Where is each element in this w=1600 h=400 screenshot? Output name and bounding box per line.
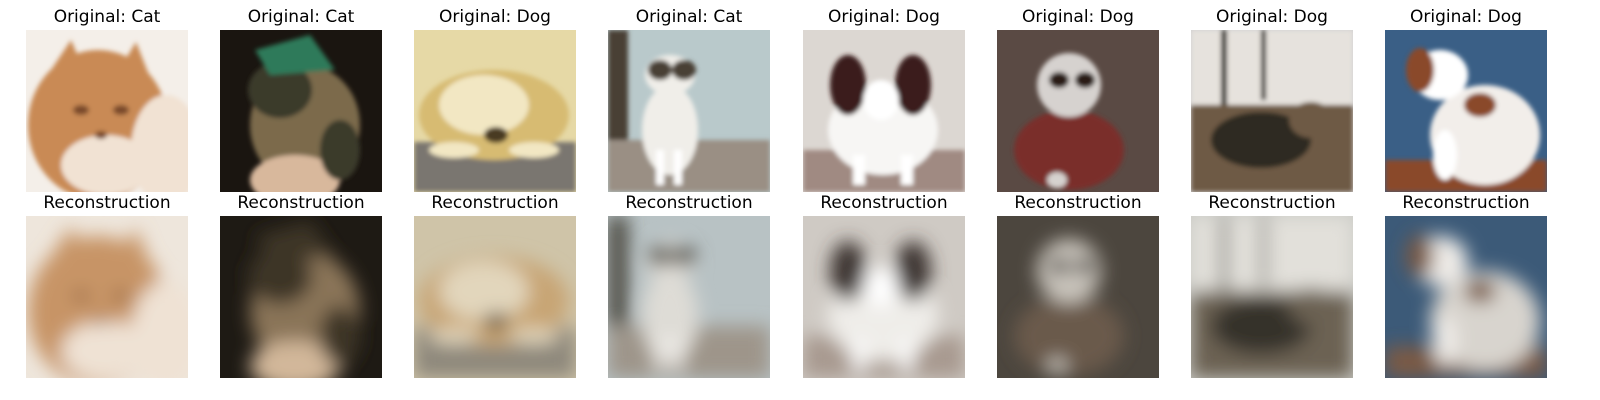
- original-image: [997, 30, 1159, 192]
- reconstruction-title: Reconstruction: [431, 193, 559, 213]
- reconstruction-image: [220, 216, 382, 378]
- reconstruction-title: Reconstruction: [820, 193, 948, 213]
- original-image-4: [608, 30, 770, 192]
- reconstruction-image-6: [997, 216, 1159, 378]
- original-title: Original: Cat: [635, 7, 743, 27]
- reconstruction-image-2: [220, 216, 382, 378]
- original-title: Original: Cat: [53, 7, 161, 27]
- original-title: Original: Dog: [1216, 7, 1328, 27]
- original-image-8: [1385, 30, 1547, 192]
- reconstruction-image-1: [26, 216, 188, 378]
- reconstruction-image: [1385, 216, 1547, 378]
- reconstruction-image-3: [414, 216, 576, 378]
- original-image-3: [414, 30, 576, 192]
- original-image-2: [220, 30, 382, 192]
- reconstruction-title: Reconstruction: [43, 193, 171, 213]
- reconstruction-image: [26, 216, 188, 378]
- reconstruction-image-5: [803, 216, 965, 378]
- original-image-1: [26, 30, 188, 192]
- reconstruction-title: Reconstruction: [237, 193, 365, 213]
- reconstruction-image: [803, 216, 965, 378]
- original-image: [220, 30, 382, 192]
- reconstruction-title: Reconstruction: [625, 193, 753, 213]
- reconstruction-title: Reconstruction: [1402, 193, 1530, 213]
- reconstruction-image-7: [1191, 216, 1353, 378]
- original-image: [26, 30, 188, 192]
- original-title: Original: Dog: [439, 7, 551, 27]
- original-image-5: [803, 30, 965, 192]
- original-title: Original: Cat: [247, 7, 355, 27]
- reconstruction-title: Reconstruction: [1208, 193, 1336, 213]
- reconstruction-image: [997, 216, 1159, 378]
- reconstruction-title: Reconstruction: [1014, 193, 1142, 213]
- original-image-6: [997, 30, 1159, 192]
- reconstruction-image: [608, 216, 770, 378]
- original-title: Original: Dog: [828, 7, 940, 27]
- original-image: [1191, 30, 1353, 192]
- original-image: [1385, 30, 1547, 192]
- original-title: Original: Dog: [1410, 7, 1522, 27]
- reconstruction-image-4: [608, 216, 770, 378]
- original-image: [608, 30, 770, 192]
- original-title: Original: Dog: [1022, 7, 1134, 27]
- reconstruction-image-8: [1385, 216, 1547, 378]
- original-image: [414, 30, 576, 192]
- original-image: [803, 30, 965, 192]
- original-image-7: [1191, 30, 1353, 192]
- reconstruction-image: [414, 216, 576, 378]
- reconstruction-image: [1191, 216, 1353, 378]
